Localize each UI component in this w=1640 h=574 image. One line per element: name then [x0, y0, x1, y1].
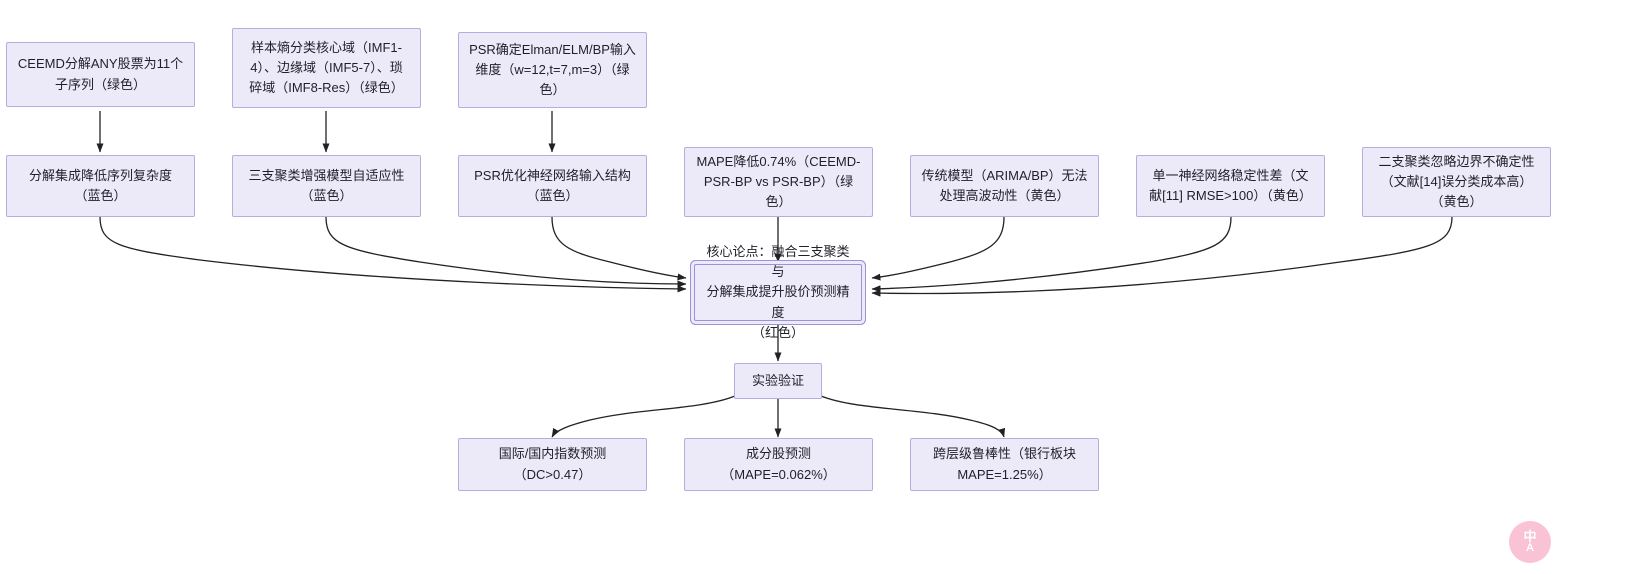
node-method-entropy[interactable]: 样本熵分类核心域（IMF1- 4）、边缘域（IMF5-7）、琐 碎域（IMF8-…: [232, 28, 421, 108]
node-core-claim[interactable]: 核心论点：融合三支聚类与 分解集成提升股价预测精度 （红色）: [694, 244, 862, 340]
edge-complexity-to-core: [99, 216, 687, 293]
node-label: 单一神经网络稳定性差（文 献[11] RMSE>100）（黄色）: [1149, 167, 1312, 203]
edge-adaptive-to-core: [325, 216, 687, 288]
node-label: CEEMD分解ANY股票为11个 子序列（绿色）: [17, 56, 184, 92]
node-gap-traditional[interactable]: 传统模型（ARIMA/BP）无法 处理高波动性（黄色）: [910, 155, 1099, 217]
edge-experiment-to-index: [551, 395, 736, 438]
node-method-ceemd[interactable]: CEEMD分解ANY股票为11个 子序列（绿色）: [6, 42, 195, 107]
node-label: 二支聚类忽略边界不确定性 （文献[14]误分类成本高） （黄色）: [1378, 153, 1535, 210]
translate-watermark-badge[interactable]: 中 A: [1509, 521, 1551, 563]
node-label: 分解集成降低序列复杂度 （蓝色）: [28, 167, 172, 203]
node-label: 国际/国内指数预测 （DC>0.47）: [498, 446, 607, 482]
edge-structure-to-core: [551, 216, 687, 281]
node-benefit-complexity[interactable]: 分解集成降低序列复杂度 （蓝色）: [6, 155, 195, 217]
edge-experiment-to-robust: [820, 395, 1006, 438]
node-label: 样本熵分类核心域（IMF1- 4）、边缘域（IMF5-7）、琐 碎域（IMF8-…: [249, 39, 404, 96]
watermark-top-char: 中: [1523, 528, 1537, 544]
node-label: MAPE降低0.74%（CEEMD- PSR-BP vs PSR-BP）（绿 色…: [696, 153, 861, 210]
watermark-bottom-char: A: [1526, 541, 1534, 554]
node-result-index[interactable]: 国际/国内指数预测 （DC>0.47）: [458, 438, 647, 491]
node-method-psr[interactable]: PSR确定Elman/ELM/BP输入 维度（w=12,t=7,m=3）（绿 色…: [458, 32, 647, 108]
node-label: PSR确定Elman/ELM/BP输入 维度（w=12,t=7,m=3）（绿 色…: [469, 41, 636, 98]
node-gap-single-nn[interactable]: 单一神经网络稳定性差（文 献[11] RMSE>100）（黄色）: [1136, 155, 1325, 217]
node-label: 传统模型（ARIMA/BP）无法 处理高波动性（黄色）: [921, 167, 1088, 203]
node-label: 实验验证: [751, 372, 804, 388]
node-label: 跨层级鲁棒性（银行板块 MAPE=1.25%）: [932, 446, 1076, 482]
edge-twoway-to-core: [871, 216, 1453, 297]
node-benefit-structure[interactable]: PSR优化神经网络输入结构 （蓝色）: [458, 155, 647, 217]
node-experiment[interactable]: 实验验证: [734, 363, 822, 399]
edge-singlenn-to-core: [871, 216, 1232, 293]
node-result-constituent[interactable]: 成分股预测 （MAPE=0.062%）: [684, 438, 873, 491]
node-label: 成分股预测 （MAPE=0.062%）: [721, 446, 836, 482]
node-benefit-adaptive[interactable]: 三支聚类增强模型自适应性 （蓝色）: [232, 155, 421, 217]
node-label: 三支聚类增强模型自适应性 （蓝色）: [248, 167, 405, 203]
node-gap-two-way[interactable]: 二支聚类忽略边界不确定性 （文献[14]误分类成本高） （黄色）: [1362, 147, 1551, 217]
node-label: PSR优化神经网络输入结构 （蓝色）: [474, 167, 631, 203]
node-result-robust[interactable]: 跨层级鲁棒性（银行板块 MAPE=1.25%）: [910, 438, 1099, 491]
node-label: 核心论点：融合三支聚类与 分解集成提升股价预测精度 （红色）: [706, 244, 850, 340]
edge-traditional-to-core: [871, 216, 1005, 281]
node-evidence-mape[interactable]: MAPE降低0.74%（CEEMD- PSR-BP vs PSR-BP）（绿 色…: [684, 147, 873, 217]
